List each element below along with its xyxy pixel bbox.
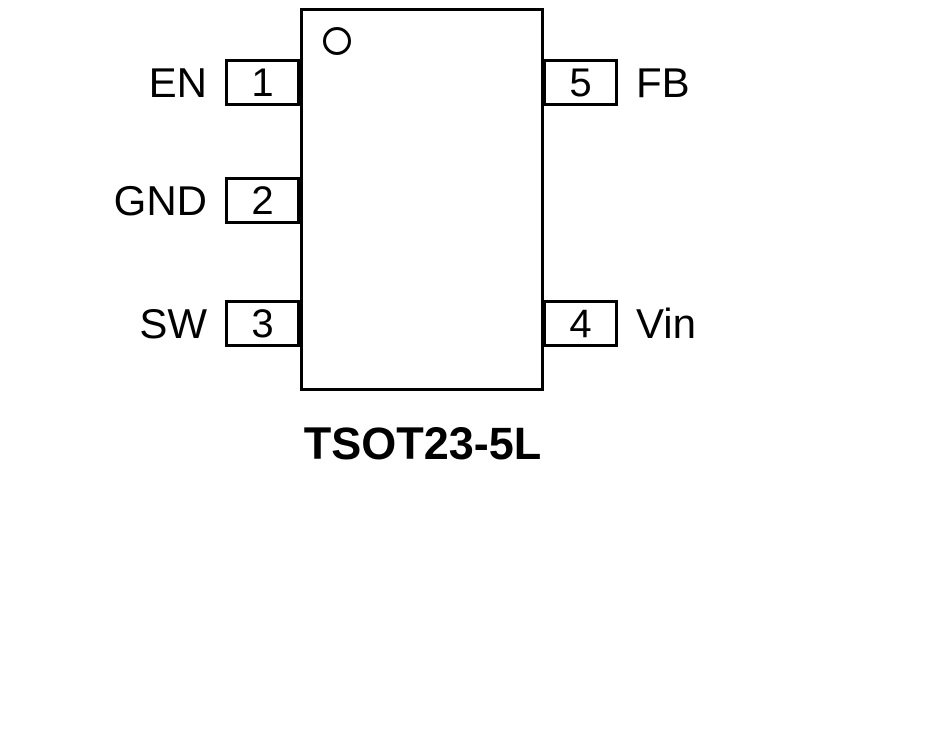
pin-number-2: 2 bbox=[251, 178, 274, 223]
pin-name-en: EN bbox=[148, 58, 207, 106]
pin-number-4: 4 bbox=[569, 301, 592, 346]
pin1-indicator-icon bbox=[323, 27, 351, 55]
pin-name-fb: FB bbox=[636, 58, 690, 106]
pin-name-sw: SW bbox=[139, 299, 207, 347]
pin-row-3: SW 3 bbox=[100, 300, 300, 347]
pin-number-5: 5 bbox=[569, 60, 592, 105]
pin-row-2: GND 2 bbox=[100, 177, 300, 224]
pin-box-5: 5 bbox=[543, 59, 618, 106]
pin-name-gnd: GND bbox=[113, 176, 207, 224]
pin-box-2: 2 bbox=[225, 177, 300, 224]
pin-name-vin: Vin bbox=[636, 299, 696, 347]
pin-box-3: 3 bbox=[225, 300, 300, 347]
pin-row-1: EN 1 bbox=[100, 59, 300, 106]
pin-number-3: 3 bbox=[251, 301, 274, 346]
pin-box-4: 4 bbox=[543, 300, 618, 347]
pin-box-1: 1 bbox=[225, 59, 300, 106]
package-body bbox=[300, 8, 544, 391]
pin-number-1: 1 bbox=[251, 60, 274, 105]
pin-row-5: 5 FB bbox=[543, 59, 763, 106]
pin-row-4: 4 Vin bbox=[543, 300, 763, 347]
package-name-caption: TSOT23-5L bbox=[303, 418, 542, 469]
